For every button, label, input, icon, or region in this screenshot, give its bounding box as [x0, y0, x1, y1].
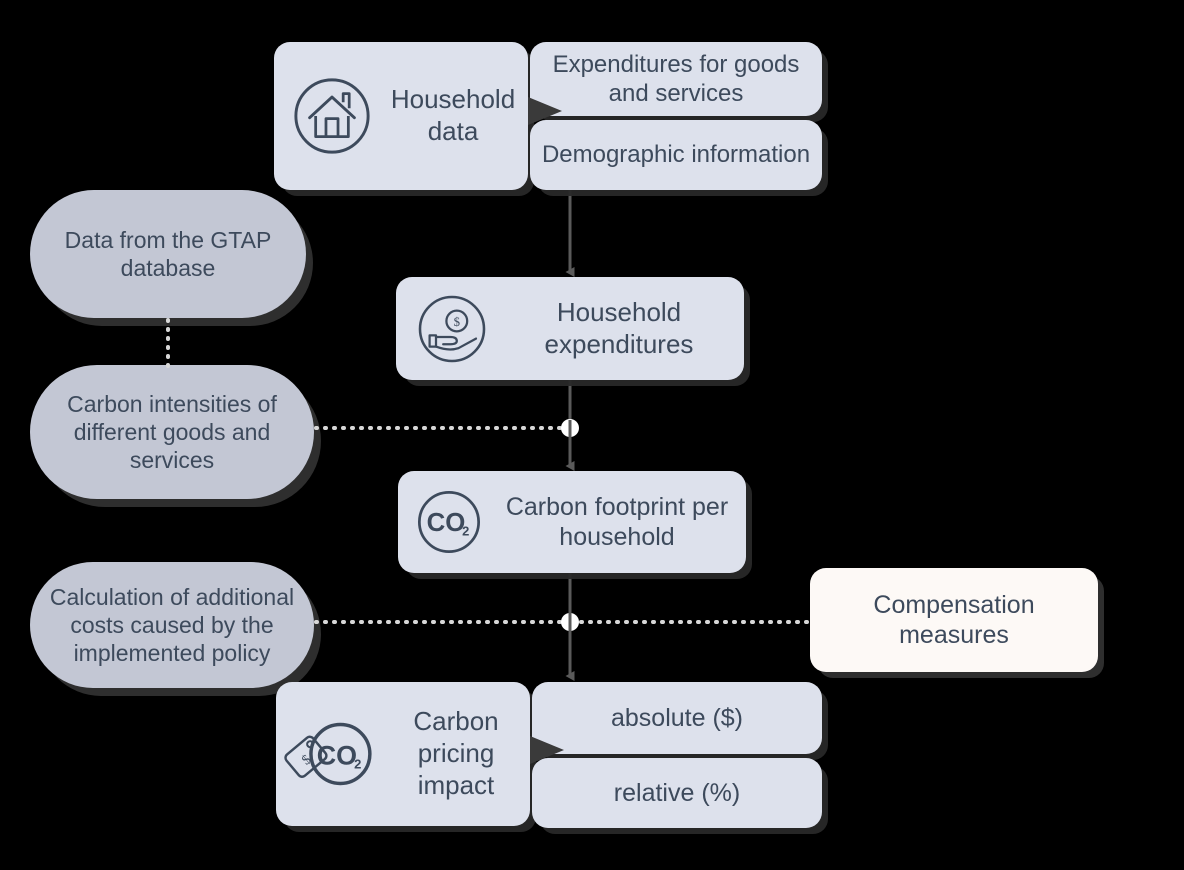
node-carbon-footprint-text: Carbon footprint per household	[488, 492, 746, 553]
co2-price-tag-icon: $ CO 2	[278, 707, 382, 801]
node-expenditures-for-goods[interactable]: Expenditures for goods and services	[530, 42, 822, 116]
node-compensation-measures[interactable]: Compensation measures	[810, 568, 1098, 672]
relative-result-label: relative (%)	[613, 778, 741, 807]
junction-node-intensities	[561, 419, 579, 437]
svg-text:2: 2	[354, 757, 361, 772]
svg-text:CO: CO	[427, 509, 466, 537]
household-expenditures-label: Household expenditures	[544, 296, 694, 359]
household-data-label: Household data	[390, 84, 516, 146]
compensation-measures-label: Compensation measures	[873, 590, 1035, 650]
expenditures-goods-label: Expenditures for goods and services	[552, 50, 800, 107]
svg-text:CO: CO	[317, 740, 357, 770]
node-household-data[interactable]: Household data	[274, 42, 528, 190]
svg-text:2: 2	[462, 524, 469, 539]
node-demographic-information[interactable]: Demographic information	[530, 120, 822, 190]
co2-circle-icon: CO 2	[410, 483, 488, 561]
node-absolute-result[interactable]: absolute ($)	[532, 682, 822, 754]
absolute-result-label: absolute ($)	[610, 703, 744, 732]
hand-holding-dollar-icon: $	[410, 287, 494, 371]
node-relative-result[interactable]: relative (%)	[532, 758, 822, 828]
node-additional-costs[interactable]: Calculation of additional costs caused b…	[30, 562, 314, 688]
junction-node-additional-costs	[561, 613, 579, 631]
additional-costs-label: Calculation of additional costs caused b…	[49, 583, 295, 667]
gtap-database-label: Data from the GTAP database	[64, 226, 272, 281]
svg-text:$: $	[454, 314, 460, 328]
node-carbon-intensities[interactable]: Carbon intensities of different goods an…	[30, 365, 314, 499]
carbon-pricing-impact-label: Carbon pricing impact	[413, 706, 499, 800]
demographic-information-label: Demographic information	[541, 141, 811, 169]
node-carbon-pricing-impact[interactable]: $ CO 2 Carbon pricing impact	[276, 682, 530, 826]
carbon-intensities-label: Carbon intensities of different goods an…	[67, 390, 277, 474]
node-household-expenditures[interactable]: $ Household expenditures	[396, 277, 744, 380]
node-household-expenditures-text: Household expenditures	[494, 297, 744, 360]
node-carbon-footprint[interactable]: CO 2 Carbon footprint per household	[398, 471, 746, 573]
house-icon	[286, 70, 378, 162]
carbon-footprint-label: Carbon footprint per household	[505, 492, 729, 552]
node-gtap-database[interactable]: Data from the GTAP database	[30, 190, 306, 318]
node-household-data-text: Household data	[378, 84, 528, 147]
node-carbon-pricing-impact-text: Carbon pricing impact	[382, 706, 530, 801]
